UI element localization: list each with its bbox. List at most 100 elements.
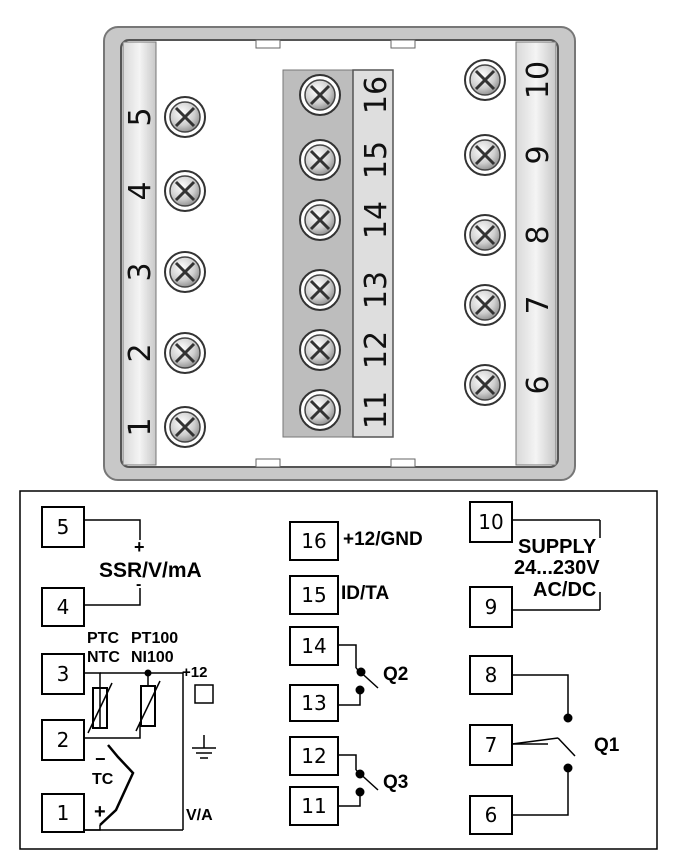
panel-screw-left	[164, 406, 206, 448]
q3-switch	[355, 769, 379, 791]
panel-screw-center	[299, 199, 341, 241]
center-number-strip	[352, 69, 394, 438]
resistor-slash	[135, 680, 161, 732]
q1-label: Q1	[594, 735, 620, 756]
panel-screw-left	[164, 96, 206, 138]
panel-screw-left	[164, 251, 206, 293]
ntc-label: NTC	[87, 649, 120, 666]
panel-screw-right	[464, 284, 506, 326]
wire-11	[339, 792, 361, 807]
terminal-box-9: 9	[469, 586, 513, 628]
terminal-box-6: 6	[469, 795, 513, 835]
panel-terminal-number: 14	[359, 201, 394, 239]
ptc-ntc-resistor	[92, 687, 108, 729]
panel-terminal-number: 12	[359, 331, 394, 369]
panel-screw-left	[164, 170, 206, 212]
terminal-box-14: 14	[289, 626, 339, 666]
ssr-plus: +	[134, 537, 145, 557]
q3-label: Q3	[383, 772, 408, 793]
panel-terminal-number: 7	[521, 295, 556, 314]
wire-8	[512, 674, 569, 716]
terminal-number: 11	[301, 794, 326, 818]
va-label: V/A	[186, 807, 213, 824]
terminal-box-8: 8	[469, 655, 513, 695]
terminal-box-15: 15	[289, 575, 339, 615]
panel-terminal-number: 8	[521, 225, 556, 244]
panel-terminal-number: 10	[521, 61, 556, 99]
terminal-box-4: 4	[41, 587, 85, 627]
wire-6	[512, 770, 569, 816]
wire-12	[339, 754, 357, 770]
panel-screw-center	[299, 139, 341, 181]
relay-contact	[563, 763, 573, 773]
relay-contact	[563, 713, 573, 723]
panel-screw-left	[164, 332, 206, 374]
ssr-output-label: SSR/V/mA	[99, 559, 202, 582]
panel-screw-right	[464, 364, 506, 406]
terminal-number: 10	[478, 510, 503, 534]
ssr-minus: -	[136, 576, 141, 593]
tc-label: TC	[92, 771, 114, 788]
relay-contact	[355, 685, 365, 695]
tc-lead	[84, 825, 101, 831]
panel-terminal-number: 2	[123, 343, 158, 362]
panel-notch	[255, 458, 281, 468]
panel-terminal-number: 9	[521, 145, 556, 164]
terminal-box-10: 10	[469, 501, 513, 543]
relay-contact	[355, 787, 365, 797]
terminal-number: 12	[301, 744, 326, 768]
ptc-label: PTC	[87, 630, 119, 647]
terminal-number: 1	[57, 801, 70, 825]
terminal-box-7: 7	[469, 724, 513, 766]
thermocouple-symbol	[99, 744, 135, 826]
pt100-label: PT100	[131, 630, 178, 647]
panel-screw-center	[299, 329, 341, 371]
terminal-number: 2	[57, 728, 70, 752]
terminal-box-13: 13	[289, 684, 339, 722]
panel-screws	[164, 59, 506, 448]
terminal-number: 9	[485, 595, 498, 619]
wiring-labels: + SSR/V/mA - PTC NTC PT100 NI100 +12 − T…	[87, 529, 620, 824]
terminal-number: 6	[485, 803, 498, 827]
terminal-box-12: 12	[289, 736, 339, 776]
panel-terminal-number: 3	[123, 262, 158, 281]
left-terminal-strip	[122, 41, 157, 466]
wire-2	[84, 722, 141, 739]
wire-4	[84, 588, 141, 606]
panel-screw-center	[299, 269, 341, 311]
terminal-number: 13	[301, 691, 326, 715]
panel-screw-center	[299, 389, 341, 431]
panel-terminal-number: 6	[521, 375, 556, 394]
resistor-slash	[87, 682, 113, 734]
plus12-label: +12	[182, 664, 207, 681]
panel-screw-right	[464, 214, 506, 256]
t15-label: ID/TA	[341, 583, 389, 604]
terminal-number: 5	[57, 515, 70, 539]
ni100-label: NI100	[131, 649, 174, 666]
panel-terminal-number: 5	[123, 107, 158, 126]
panel-terminal-number: 4	[123, 181, 158, 200]
right-terminal-strip	[515, 41, 557, 466]
terminal-box-2: 2	[41, 719, 85, 761]
panel-terminal-number: 13	[359, 271, 394, 309]
terminal-number: 8	[485, 663, 498, 687]
wire-14	[339, 644, 357, 668]
ground-icon	[192, 735, 216, 759]
panel-notch	[255, 39, 281, 49]
panel-screw-center	[299, 74, 341, 116]
terminal-number: 4	[57, 595, 70, 619]
panel-terminal-number: 1	[123, 417, 158, 436]
wire-5	[84, 519, 141, 540]
panel-terminal-number: 15	[359, 141, 394, 179]
terminal-number: 7	[485, 733, 498, 757]
panel-notch	[390, 39, 416, 49]
wire-13	[339, 690, 361, 706]
supply-line-3: AC/DC	[533, 579, 596, 601]
q2-label: Q2	[383, 664, 408, 685]
terminal-box-11: 11	[289, 786, 339, 826]
wire-nodes	[557, 737, 576, 757]
